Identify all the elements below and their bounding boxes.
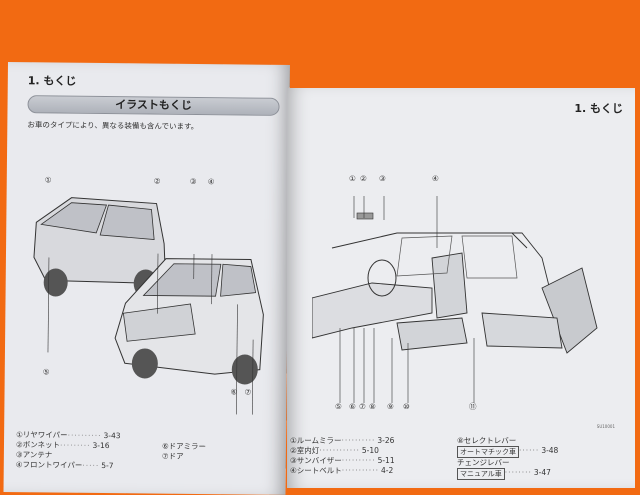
index-list-right: ①ルームミラー··········3-26 ②室内灯············5-… [290, 436, 395, 476]
callout-r2: ② [360, 174, 367, 184]
callout-2: ② [154, 177, 161, 187]
section-heading-right: 1. もくじ [574, 100, 623, 116]
index-row: マニュアル車········3-47 [457, 468, 558, 480]
index-row: ④シートベルト···········4-2 [290, 466, 395, 476]
callout-r9: ⑨ [387, 402, 394, 412]
callout-r11: ⑪ [469, 402, 477, 412]
callout-r7: ⑦ [359, 402, 366, 412]
index-row: オートマチック車······3-48 [457, 446, 558, 458]
callout-r3: ③ [379, 174, 386, 184]
callout-5: ⑤ [43, 367, 50, 377]
index-row: ②室内灯············5-10 [290, 446, 395, 456]
figure-code: SU10001 [597, 424, 615, 429]
index-list-left-2: ⑥ドアミラー ⑦ドア [162, 442, 206, 462]
index-list-left: ①リヤワイパー··········3-43 ②ボンネット·········3-1… [16, 430, 121, 471]
callout-r1: ① [349, 174, 356, 184]
callout-r8: ⑧ [369, 402, 376, 412]
index-row: ③サンバイザー··········5-11 [290, 456, 395, 466]
callout-7: ⑦ [244, 387, 251, 397]
index-list-right-2: ⑧セレクトレバー オートマチック車······3-48 チェンジレバー マニュア… [457, 436, 558, 480]
callout-6: ⑥ [231, 387, 238, 397]
index-row: ⑦ドア [162, 452, 206, 462]
callout-r6: ⑥ [349, 402, 356, 412]
index-row: ④フロントワイパー·····5-7 [16, 460, 121, 471]
callout-r5: ⑤ [335, 402, 342, 412]
callout-4: ④ [208, 177, 215, 187]
callout-r10: ⑩ [403, 402, 410, 412]
right-page: 1. もくじ ① ② ③ ④ ⑤ ⑥ ⑦ ⑧ ⑨ [287, 88, 635, 488]
left-page: 1. もくじ イラストもくじ お車のタイプにより、異なる装備も含んでいます。 ①… [3, 62, 289, 495]
exterior-car-illustration [14, 162, 277, 415]
interior-illustration [312, 178, 602, 418]
callout-r4: ④ [432, 174, 439, 184]
index-row: チェンジレバー [457, 458, 558, 468]
note-text: お車のタイプにより、異なる装備も含んでいます。 [27, 119, 198, 132]
page-title: イラストもくじ [28, 96, 278, 115]
title-bar: イラストもくじ [27, 95, 279, 116]
section-heading: 1. もくじ [28, 72, 77, 89]
index-row: ①ルームミラー··········3-26 [290, 436, 395, 446]
index-row: ⑥ドアミラー [162, 442, 206, 452]
callout-3: ③ [190, 177, 197, 187]
index-row: ⑧セレクトレバー [457, 436, 558, 446]
callout-1: ① [45, 175, 52, 185]
